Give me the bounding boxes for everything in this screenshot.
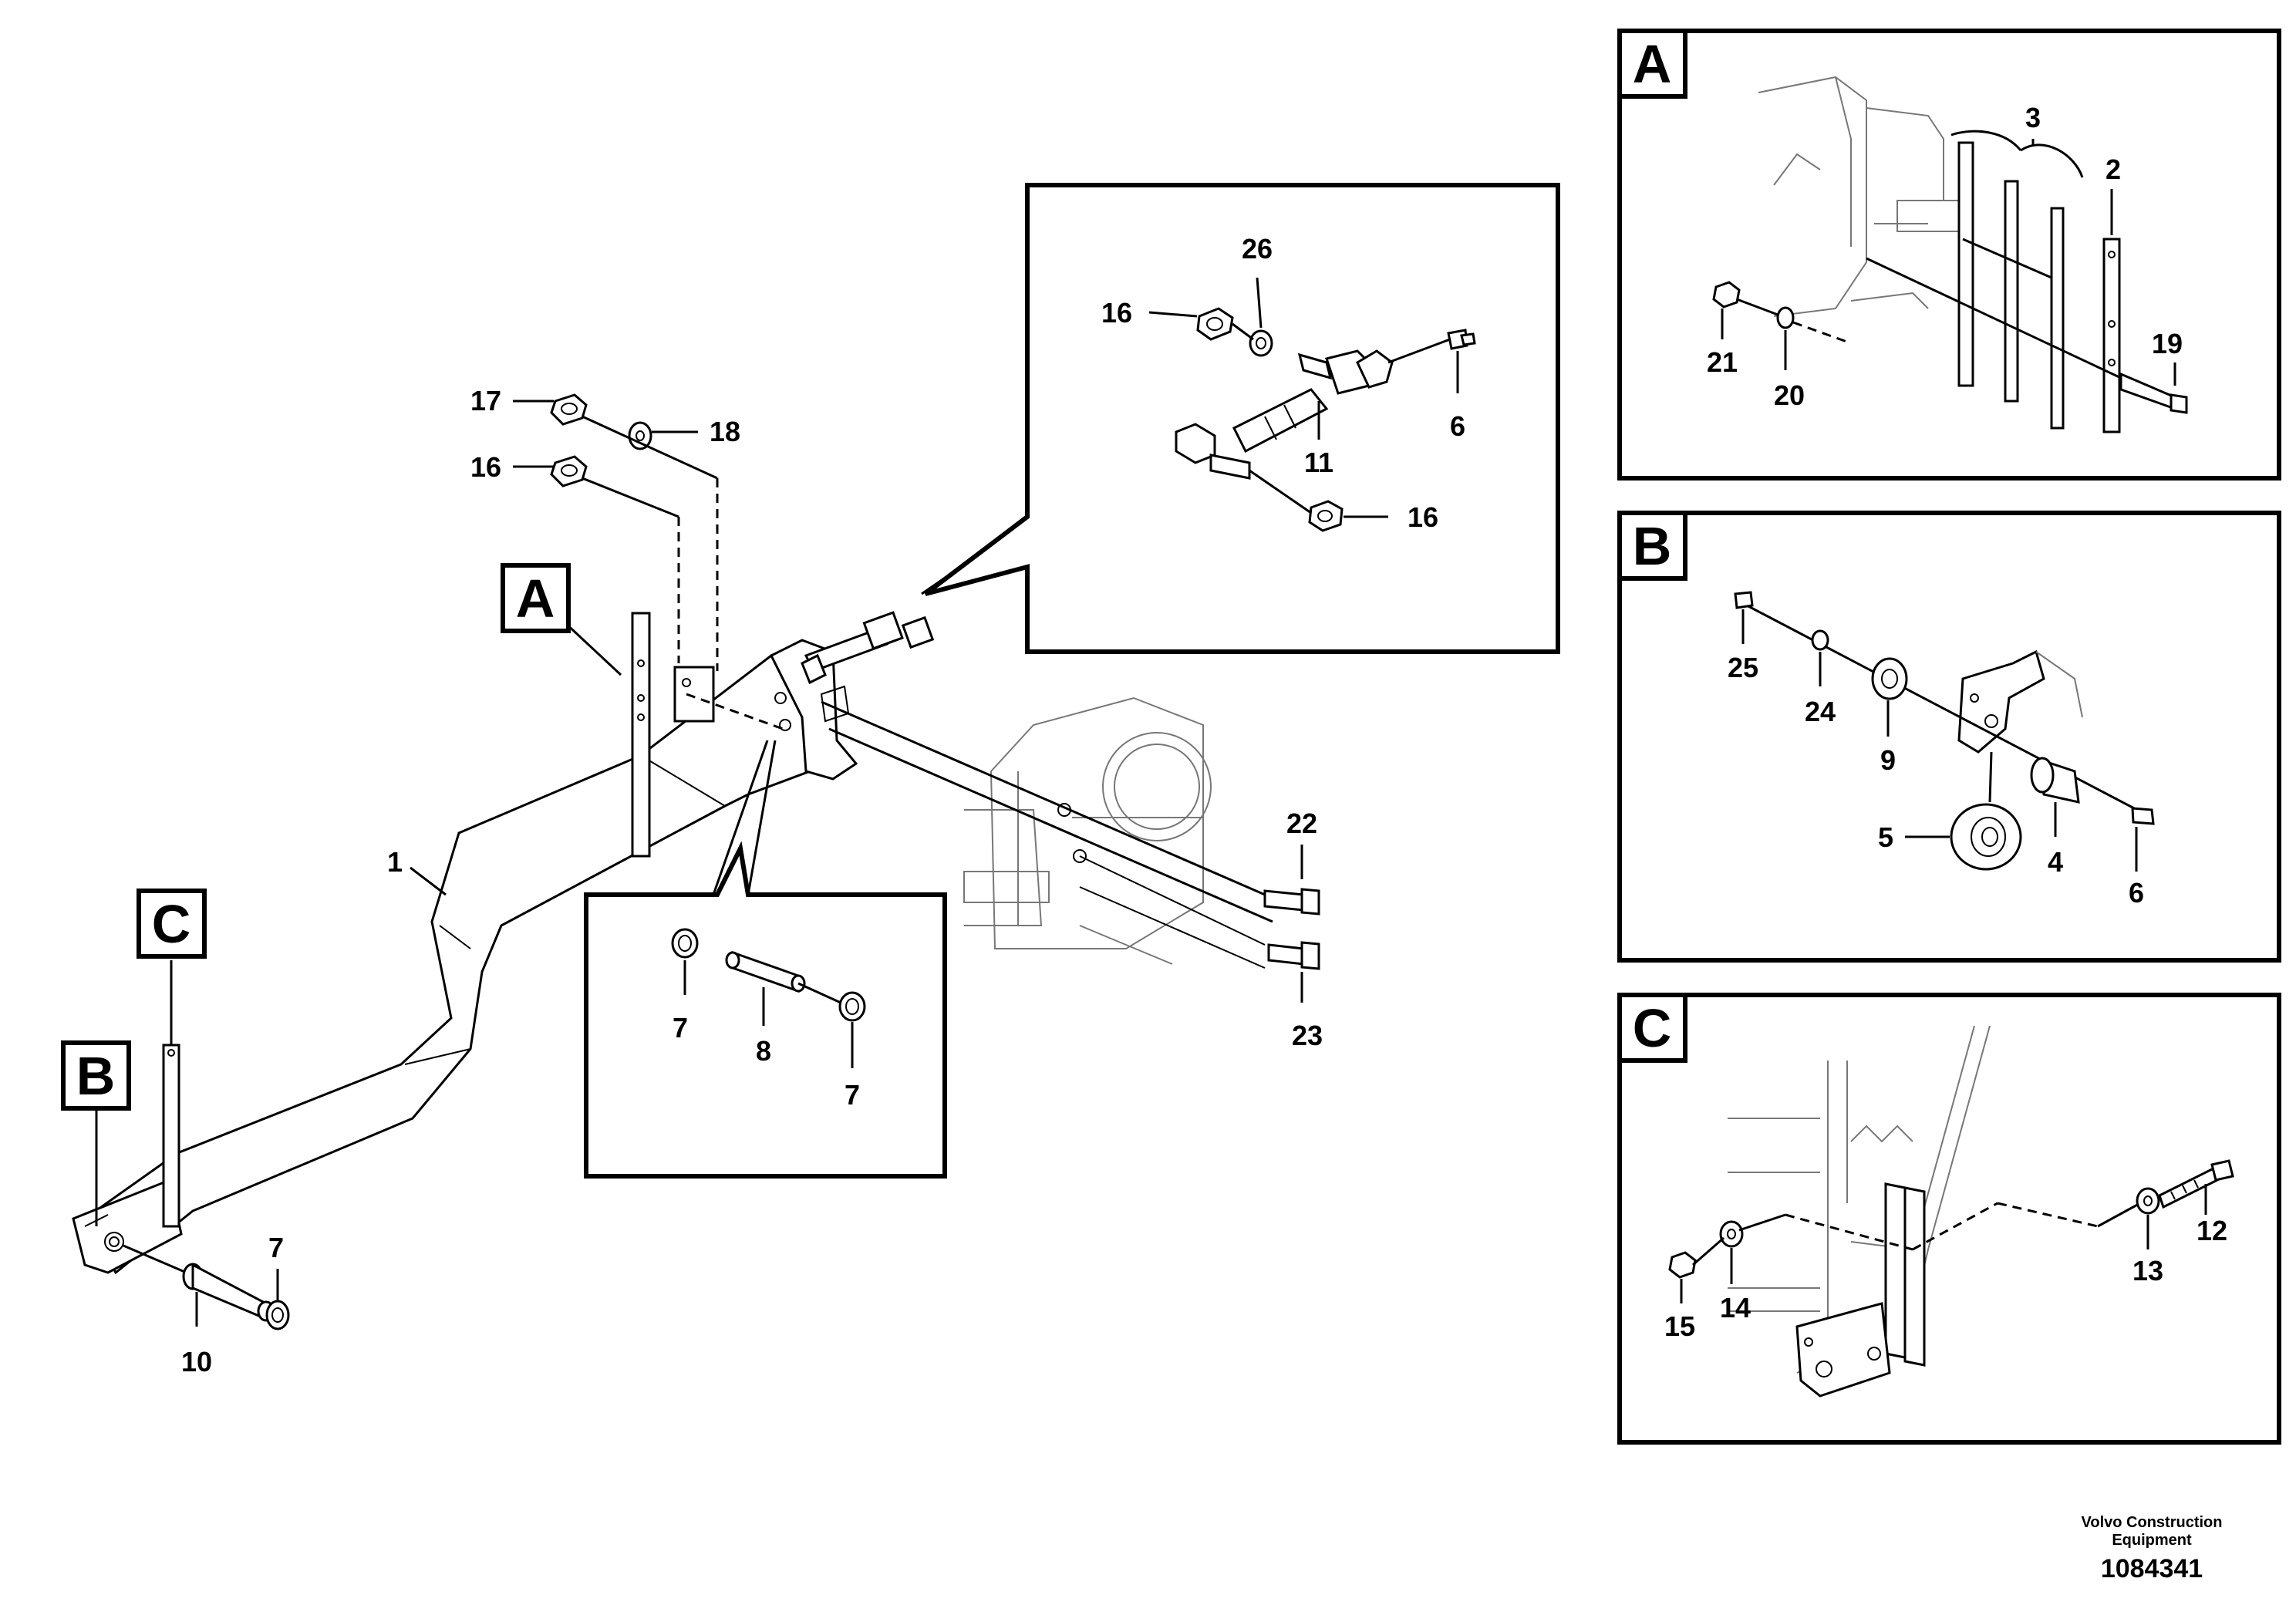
callout-7-right: 7 — [845, 1079, 860, 1111]
callout-17: 17 — [470, 385, 501, 416]
callout-14: 14 — [1720, 1292, 1751, 1324]
nut-17 — [550, 393, 588, 426]
bolt-22 — [1263, 888, 1320, 916]
ring-7-left — [671, 928, 699, 959]
detail-marker-b-label: B — [76, 1046, 116, 1106]
main-assembly — [72, 393, 1320, 1330]
pointer-a — [561, 619, 622, 676]
panel-a: A — [1617, 29, 2281, 481]
callout-2: 2 — [2106, 153, 2121, 185]
callout-16-detail-bottom: 16 — [1408, 501, 1438, 533]
detail-box-pin — [584, 841, 947, 1179]
callout-3: 3 — [2025, 102, 2041, 133]
footer: Volvo Construction Equipment 1084341 — [2082, 1514, 2223, 1583]
callout-6-detail: 6 — [1450, 410, 1465, 442]
bolt-23 — [1267, 941, 1320, 970]
company-name-line1: Volvo Construction — [2082, 1514, 2223, 1531]
callout-24: 24 — [1805, 696, 1836, 727]
callout-9: 9 — [1880, 744, 1896, 776]
callout-7-main: 7 — [268, 1232, 284, 1263]
callout-16-detail-top: 16 — [1101, 297, 1132, 329]
detail-pointer-mid — [712, 740, 777, 895]
panel-c-label: C — [1633, 998, 1672, 1058]
detail-marker-c: C — [137, 889, 207, 959]
callout-13: 13 — [2132, 1255, 2163, 1286]
callout-7-left: 7 — [673, 1012, 688, 1044]
nut-16-main — [550, 455, 588, 487]
callout-8: 8 — [756, 1035, 771, 1067]
callout-10: 10 — [181, 1346, 212, 1378]
leader-lines — [195, 139, 2207, 1327]
callout-11: 11 — [1304, 447, 1333, 478]
callout-19: 19 — [2152, 328, 2183, 359]
callout-22: 22 — [1286, 808, 1317, 839]
washer-18 — [628, 421, 652, 450]
machine-frame-outline — [963, 696, 1212, 965]
callout-20: 20 — [1774, 379, 1805, 411]
callout-numbers: 17 18 16 1 22 23 7 10 7 8 7 16 26 6 11 1… — [181, 102, 2227, 1378]
vertical-support-bar-c — [162, 1044, 180, 1228]
detail-marker-a: A — [501, 563, 571, 633]
callout-18: 18 — [710, 416, 740, 447]
callout-21: 21 — [1707, 346, 1738, 378]
ring-7-main — [265, 1300, 290, 1330]
axle-shaft — [821, 700, 1273, 969]
callout-15: 15 — [1664, 1310, 1695, 1342]
pin-10 — [123, 1244, 275, 1322]
detail-marker-c-label: C — [152, 894, 191, 954]
detail-box-link — [924, 183, 1560, 654]
company-name-line2: Equipment — [2112, 1532, 2192, 1549]
panel-b-label: B — [1633, 516, 1672, 576]
detail-marker-b: B — [61, 1040, 131, 1111]
callout-6-panel-b: 6 — [2129, 877, 2144, 909]
detail-marker-a-label: A — [516, 568, 555, 629]
panel-b: B — [1617, 511, 2281, 963]
callout-25: 25 — [1728, 652, 1758, 683]
panel-c: C — [1617, 993, 2281, 1445]
adjustable-link-main — [801, 611, 935, 685]
callout-5: 5 — [1878, 821, 1893, 853]
callout-4: 4 — [2048, 846, 2063, 878]
callout-23: 23 — [1292, 1020, 1323, 1051]
callout-26: 26 — [1242, 233, 1273, 265]
ring-7-right — [838, 991, 866, 1022]
panel-a-label: A — [1633, 34, 1672, 94]
callout-12: 12 — [2197, 1215, 2227, 1246]
vertical-support-bar-a — [631, 612, 651, 858]
callout-16-main: 16 — [470, 451, 501, 483]
callout-1: 1 — [387, 846, 403, 878]
drawing-number: 1084341 — [2101, 1554, 2203, 1583]
